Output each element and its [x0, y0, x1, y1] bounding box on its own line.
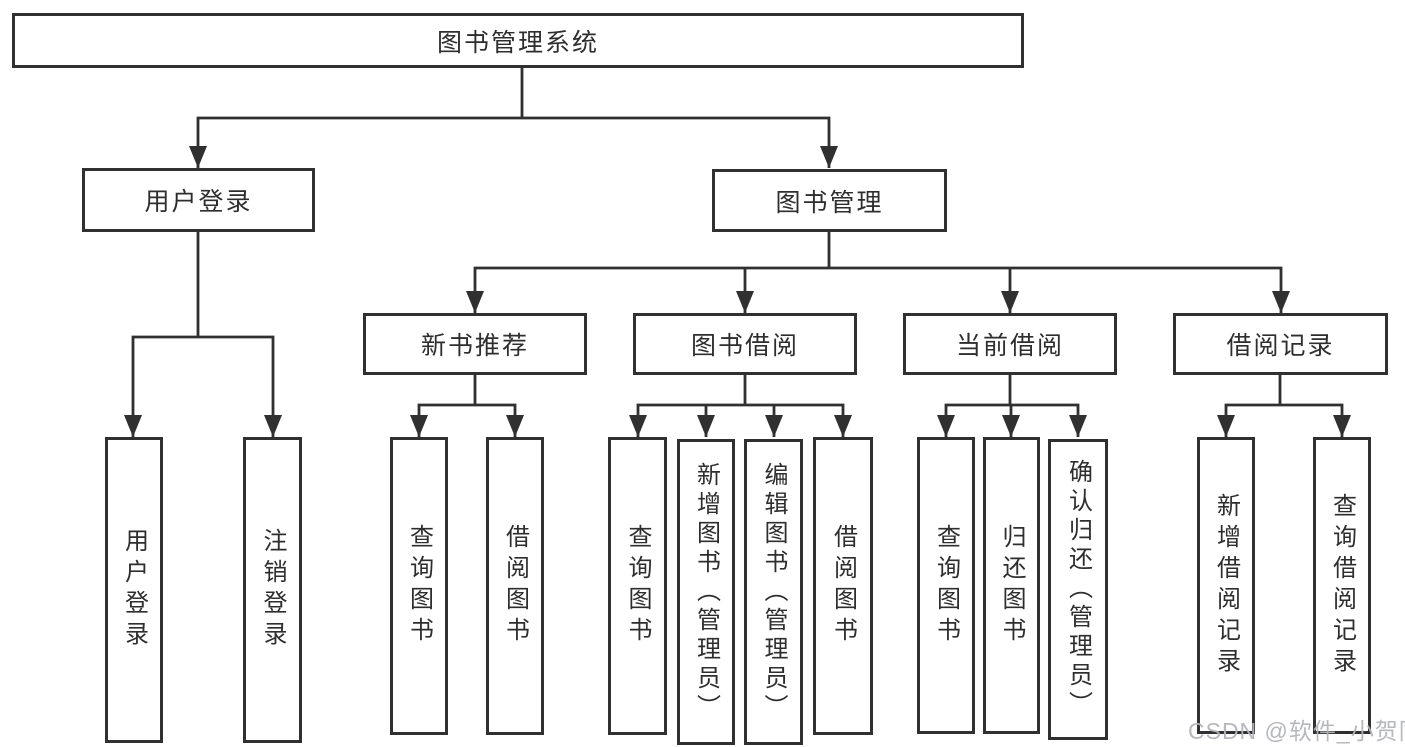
connector-root-to-branches [196, 68, 831, 168]
node-borrow-books-leaf: 借阅图书 [486, 437, 544, 735]
connector-book-mgmt-children [473, 232, 1283, 313]
connector-new-books-children [417, 375, 517, 437]
node-new-books: 新书推荐 [363, 313, 587, 375]
connector-book-borrow-children [636, 375, 845, 437]
node-br-add-record-leaf: 新增借阅记录 [1197, 437, 1255, 734]
csdn-watermark: CSDN @软件_小贺同学 [1188, 718, 1405, 744]
node-bb-edit-books-admin-leaf: 编辑图书（管理员） [744, 439, 803, 745]
node-br-query-record-leaf: 查询借阅记录 [1313, 437, 1371, 734]
node-bb-borrow-books-leaf: 借阅图书 [813, 437, 873, 735]
node-logout-leaf: 注销登录 [243, 437, 302, 743]
node-book-borrow: 图书借阅 [633, 313, 857, 375]
node-user-login-leaf: 用户登录 [105, 437, 163, 743]
arrowheads [124, 146, 1351, 437]
node-query-books-leaf: 查询图书 [390, 437, 448, 735]
node-bb-add-books-admin-leaf: 新增图书（管理员） [677, 439, 735, 745]
connector-borrow-records-children [1224, 375, 1344, 437]
node-root: 图书管理系统 [12, 13, 1024, 68]
node-book-management: 图书管理 [712, 169, 947, 232]
node-cb-confirm-return-admin-leaf: 确认归还（管理员） [1048, 439, 1108, 740]
node-cb-return-books-leaf: 归还图书 [983, 437, 1040, 734]
node-current-borrow: 当前借阅 [903, 313, 1117, 375]
node-user-login: 用户登录 [82, 168, 315, 232]
node-borrow-records: 借阅记录 [1173, 313, 1388, 375]
node-bb-query-books-leaf: 查询图书 [608, 437, 667, 735]
connector-user-login-children [131, 232, 275, 437]
node-cb-query-books-leaf: 查询图书 [917, 437, 975, 734]
